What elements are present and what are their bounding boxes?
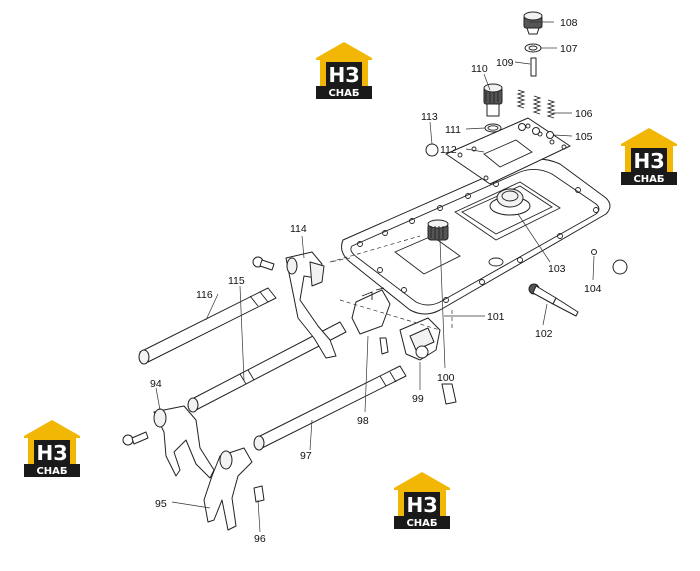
- callout-113: 113: [421, 111, 438, 123]
- callout-110: 110: [471, 63, 488, 75]
- callout-112: 112: [440, 144, 457, 156]
- callout-108: 108: [560, 17, 578, 29]
- callout-95: 95: [155, 498, 167, 510]
- logo-caption: СНАБ: [328, 88, 359, 99]
- part-98-block: [351, 287, 391, 355]
- part-94-fork: [122, 405, 215, 479]
- callout-98: 98: [357, 415, 369, 427]
- callout-109: 109: [496, 57, 514, 69]
- part-108-plug: [523, 11, 543, 35]
- part-102-shaft: [528, 283, 579, 317]
- part-109-pin: [530, 57, 537, 77]
- callout-104: 104: [584, 283, 602, 295]
- logo-watermark: НЗ СНАБ: [24, 420, 80, 477]
- callout-97: 97: [300, 450, 312, 462]
- callout-103: 103: [548, 263, 566, 275]
- callout-114: 114: [290, 223, 307, 235]
- part-110-switch: [483, 83, 503, 117]
- logo-watermark: НЗ СНАБ: [316, 42, 372, 99]
- callout-107: 107: [560, 43, 578, 55]
- logo-mark: НЗ: [634, 149, 665, 173]
- part-111-oring: [484, 123, 502, 133]
- logo-mark: НЗ: [37, 441, 68, 465]
- logo-mark: НЗ: [407, 493, 438, 517]
- part-115-rail: [187, 321, 347, 413]
- callout-105: 105: [575, 131, 593, 143]
- logo-caption: СНАБ: [633, 174, 664, 185]
- logo-watermark: НЗ СНАБ: [621, 128, 677, 185]
- part-114-fork: [252, 251, 337, 359]
- callout-96: 96: [254, 533, 266, 545]
- logo-mark: НЗ: [329, 63, 360, 87]
- part-106-springs: [516, 89, 556, 119]
- callout-94: 94: [150, 378, 162, 390]
- part-116-rail: [138, 287, 277, 365]
- logo-caption: СНАБ: [36, 466, 67, 477]
- part-99-fork: [399, 317, 457, 405]
- leader-lines: [155, 21, 595, 533]
- callout-100: 100: [437, 372, 455, 384]
- callout-111: 111: [445, 124, 461, 136]
- callout-99: 99: [412, 393, 424, 405]
- part-100-breather: [427, 219, 449, 241]
- part-104-pin: [591, 249, 628, 275]
- part-107-washer: [524, 43, 542, 53]
- logo-watermark: НЗ СНАБ: [394, 472, 450, 529]
- guide-lines: [329, 235, 453, 331]
- part-113-plug: [425, 143, 439, 157]
- callout-101: 101: [487, 311, 505, 323]
- part-97-rail: [253, 365, 407, 451]
- part-112-gasket: [445, 117, 571, 185]
- callout-106: 106: [575, 108, 593, 120]
- part-95-fork: [203, 447, 265, 531]
- logo-caption: СНАБ: [406, 518, 437, 529]
- part-103-tower: [489, 188, 531, 216]
- callout-labels: 108 107 109 110 111 112 113 106 105 103 …: [150, 17, 602, 545]
- part-105-balls: [518, 123, 554, 139]
- callout-116: 116: [196, 289, 213, 301]
- callout-115: 115: [228, 275, 245, 287]
- callout-102: 102: [535, 328, 553, 340]
